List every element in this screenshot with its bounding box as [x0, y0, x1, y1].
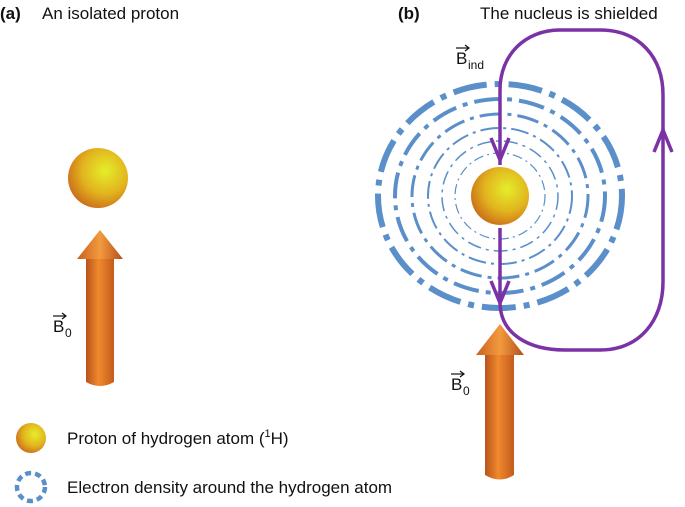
induced-field-loop [489, 28, 674, 352]
legend-electron-label: Electron density around the hydrogen ato… [67, 478, 392, 497]
svg-text:0: 0 [463, 384, 470, 398]
b0-arrow-a [77, 230, 123, 386]
svg-text:B: B [451, 375, 462, 394]
b0-arrow-b [476, 324, 524, 480]
panel-b-title: The nucleus is shielded [480, 4, 658, 23]
shielded-proton [471, 167, 529, 225]
legend: Proton of hydrogen atom (1H) Electron de… [14, 423, 392, 504]
svg-text:B: B [456, 49, 467, 68]
legend-proton-label: Proton of hydrogen atom (1H) [67, 428, 289, 448]
b-ind-label: B ind [456, 44, 484, 72]
legend-electron-swatch [14, 470, 48, 504]
panel-b-letter: (b) [398, 4, 420, 23]
isolated-proton [68, 148, 128, 208]
legend-proton-swatch [16, 423, 46, 453]
svg-text:0: 0 [65, 326, 72, 340]
panel-a-title: An isolated proton [42, 4, 179, 23]
panel-a: (a) An isolated proton B 0 [0, 4, 179, 386]
b0-label-b: B 0 [451, 370, 470, 398]
panel-b: (b) The nucleus is shielded B ind [375, 4, 674, 480]
svg-text:B: B [53, 317, 64, 336]
panel-a-letter: (a) [0, 4, 21, 23]
b0-label-a: B 0 [53, 312, 72, 340]
svg-text:ind: ind [468, 58, 484, 72]
